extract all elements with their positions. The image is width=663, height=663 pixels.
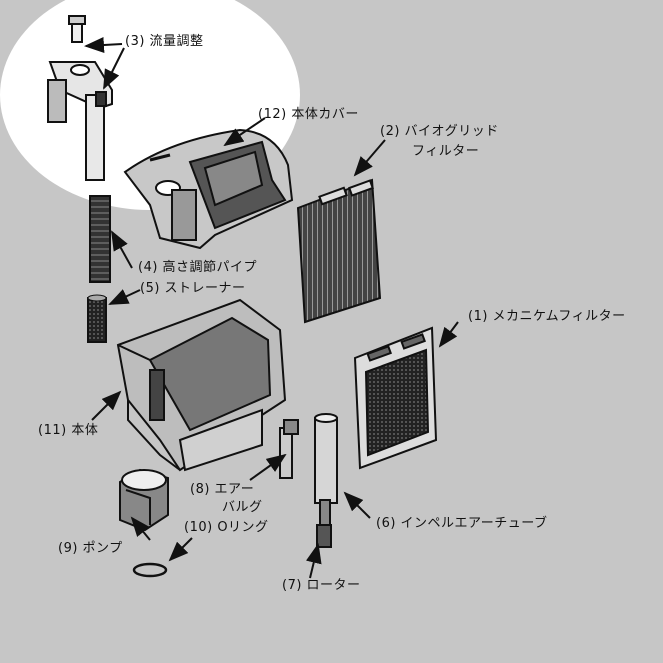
main-body-part [116, 298, 287, 472]
leader-arrows [84, 37, 459, 579]
pump-part [119, 468, 169, 532]
o-ring-part [132, 562, 168, 578]
label-mechanical-filter: (1) メカニケムフィルター [468, 309, 626, 324]
label-bio-grid-line1: (2) バイオグリッド [380, 124, 499, 139]
height-pipe-part [89, 195, 111, 283]
label-strainer: (5) ストレーナー [140, 281, 246, 296]
label-body-cover: (12) 本体カバー [258, 107, 359, 122]
label-main-body: (11) 本体 [38, 423, 99, 438]
body-cover-part [123, 128, 294, 250]
label-impeller-tube: (6) インペルエアーチューブ [376, 516, 548, 531]
impeller-tube-part [314, 413, 338, 529]
air-valve-part [279, 419, 299, 479]
mechanical-filter-part [353, 326, 438, 470]
strainer-part [87, 294, 107, 343]
label-air-valve-line1: (8) エアー [190, 482, 255, 497]
label-height-pipe: (4) 高さ調節パイプ [138, 260, 258, 275]
label-o-ring: (10) Oリング [184, 520, 269, 535]
label-flow-control: (3) 流量調整 [125, 34, 204, 49]
label-rotor: (7) ローター [282, 578, 361, 593]
label-air-valve-line2: バルグ [222, 500, 263, 515]
label-bio-grid-line2: フィルター [412, 144, 480, 159]
bio-grid-filter-part [296, 178, 382, 324]
flow-control-part [47, 15, 113, 181]
label-pump: (9) ポンプ [58, 541, 123, 556]
rotor-part [316, 524, 332, 548]
